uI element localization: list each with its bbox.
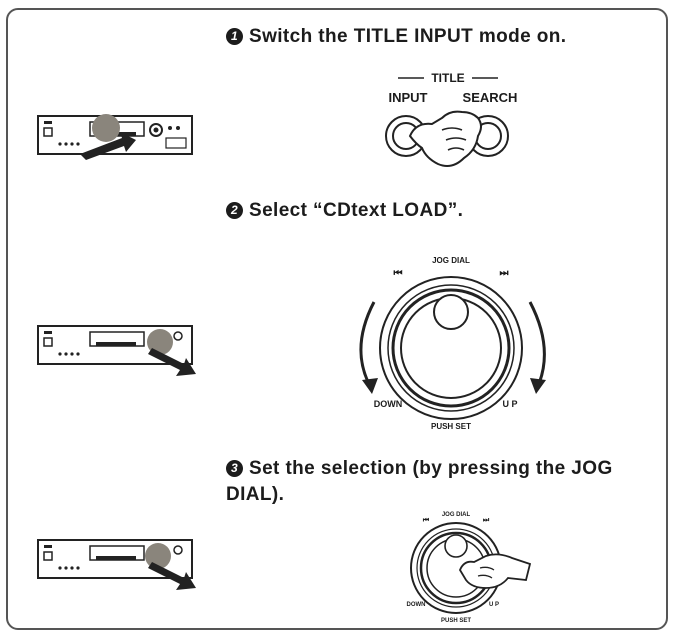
jog-dial-diagram: JOG DIAL ⏮ ⏭ DOWN U P PUSH SET [359, 256, 546, 431]
jog-dial-label-small: JOG DIAL [442, 512, 471, 518]
pressing-hand-icon-small [458, 553, 532, 589]
prev-track-icon: ⏮ [394, 268, 403, 279]
up-label: U P [502, 399, 517, 409]
deck-illustration-step-1 [37, 114, 193, 160]
deck-illustration-step-2 [37, 325, 196, 376]
up-label-small: U P [489, 602, 499, 608]
title-group-label: TITLE [431, 71, 464, 85]
rotate-up-arrow-icon [528, 301, 546, 387]
next-track-icon-small: ⏭ [483, 517, 490, 524]
push-set-label: PUSH SET [431, 422, 471, 431]
input-button-label: INPUT [389, 90, 428, 105]
step-1-text: Switch the TITLE INPUT mode on. [249, 26, 567, 47]
step-1-title: 1 Switch the TITLE INPUT mode on. [226, 24, 566, 50]
down-label: DOWN [374, 399, 403, 409]
next-track-icon: ⏭ [500, 268, 509, 279]
step-3-number: 3 [226, 460, 243, 477]
title-button-panel: TITLE INPUT SEARCH [385, 71, 518, 167]
step-2-number: 2 [226, 202, 243, 219]
step-2-title: 2 Select “CDtext LOAD”. [226, 198, 463, 224]
step-3-text: Set the selection (by pressing the JOG D… [226, 458, 613, 505]
jog-dial-press-diagram: JOG DIAL ⏮ ⏭ DOWN U P PUSH SET [407, 512, 532, 624]
instruction-frame [6, 8, 668, 630]
rotate-down-arrow-icon [359, 301, 376, 387]
jog-dial[interactable] [379, 276, 523, 420]
step-1-number: 1 [226, 28, 243, 45]
down-label-small: DOWN [407, 602, 426, 608]
search-button-label: SEARCH [463, 90, 518, 105]
push-set-label-small: PUSH SET [441, 618, 471, 624]
jog-dial-label: JOG DIAL [432, 256, 470, 265]
deck-illustration-step-3 [37, 539, 196, 590]
step-2-text: Select “CDtext LOAD”. [249, 200, 464, 221]
pressing-hand-icon [408, 110, 482, 167]
prev-track-icon-small: ⏮ [423, 517, 430, 524]
